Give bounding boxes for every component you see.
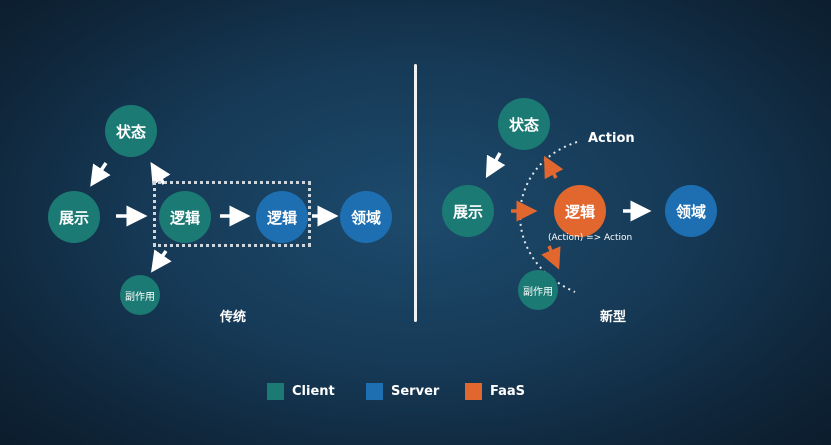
arrow-logic-to-side-effect bbox=[151, 249, 172, 273]
new-logic-node: 逻辑 bbox=[554, 185, 606, 237]
traditional-server-logic-node: 逻辑 bbox=[256, 191, 308, 243]
action-label: Action bbox=[588, 131, 635, 146]
new-state-node: 状态 bbox=[498, 98, 550, 150]
new-model-caption: 新型 bbox=[600, 310, 627, 325]
arrow-new-state-to-display bbox=[485, 152, 506, 179]
action-formula: (Action) => Action bbox=[548, 233, 633, 243]
legend-server: Server bbox=[366, 383, 439, 400]
traditional-state-node: 状态 bbox=[105, 105, 157, 157]
legend-client-label: Client bbox=[292, 384, 335, 399]
arrow-new-logic-to-side-effect bbox=[541, 245, 561, 270]
legend-faas: FaaS bbox=[465, 383, 525, 400]
legend-client: Client bbox=[267, 383, 335, 400]
legend-server-swatch bbox=[366, 383, 383, 400]
legend-faas-label: FaaS bbox=[490, 384, 526, 399]
section-divider bbox=[414, 64, 417, 322]
arrow-state-to-display bbox=[90, 162, 111, 187]
traditional-display-node: 展示 bbox=[48, 191, 100, 243]
arrow-new-logic-to-state bbox=[544, 155, 564, 180]
legend-server-label: Server bbox=[391, 384, 440, 399]
traditional-client-logic-node: 逻辑 bbox=[159, 191, 211, 243]
traditional-caption: 传统 bbox=[220, 310, 247, 325]
new-domain-node: 领域 bbox=[665, 185, 717, 237]
traditional-domain-node: 领域 bbox=[340, 191, 392, 243]
legend-client-swatch bbox=[267, 383, 284, 400]
traditional-side-effect-node: 副作用 bbox=[120, 275, 160, 315]
client-server-boundary bbox=[153, 181, 311, 247]
new-display-node: 展示 bbox=[442, 185, 494, 237]
new-side-effect-node: 副作用 bbox=[518, 270, 558, 310]
legend-faas-swatch bbox=[465, 383, 482, 400]
